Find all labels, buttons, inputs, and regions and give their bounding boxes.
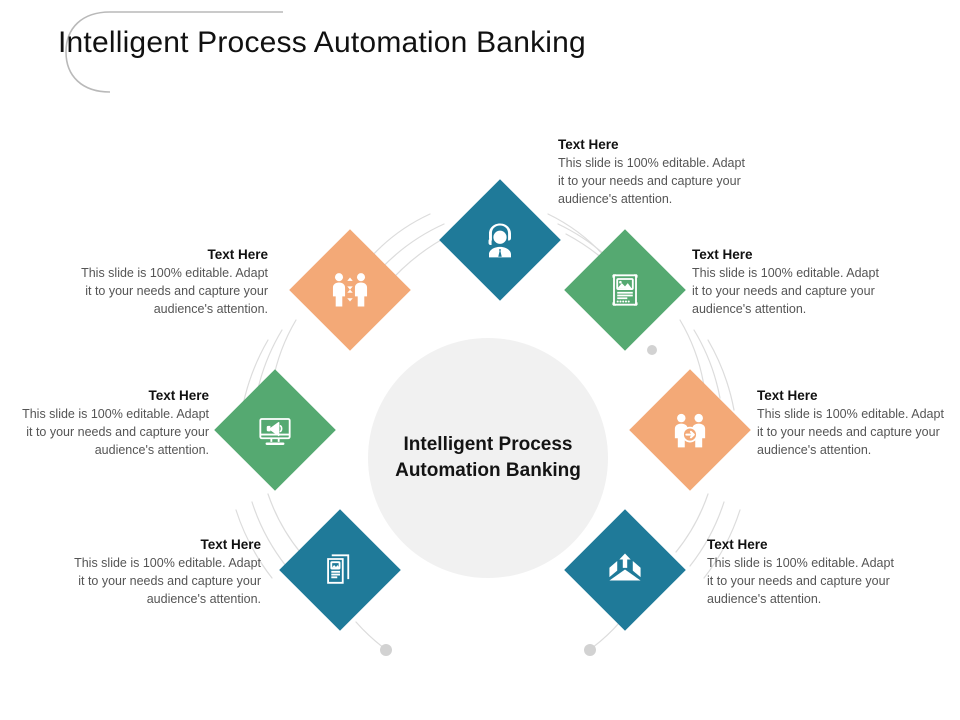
node-top-text: Text Here This slide is 100% editable. A… [558, 135, 754, 208]
node-right-diamond[interactable] [629, 369, 751, 491]
node-right-body: This slide is 100% editable. Adapt it to… [757, 407, 944, 457]
node-lower-left-heading: Text Here [200, 537, 261, 552]
node-top-diamond[interactable] [439, 179, 561, 301]
node-lower-left-text: Text Here This slide is 100% editable. A… [65, 535, 261, 608]
people-data-transfer-icon [332, 273, 368, 307]
stacked-documents-icon [327, 554, 350, 584]
center-circle: Intelligent Process Automation Banking [368, 338, 608, 578]
node-upper-left-text: Text Here This slide is 100% editable. A… [72, 245, 268, 318]
node-left-text: Text Here This slide is 100% editable. A… [13, 386, 209, 459]
node-lower-left-body: This slide is 100% editable. Adapt it to… [74, 556, 261, 606]
node-upper-left-heading: Text Here [207, 247, 268, 262]
node-upper-right-diamond[interactable] [564, 229, 686, 351]
node-upper-right-heading: Text Here [692, 247, 753, 262]
node-upper-left-body: This slide is 100% editable. Adapt it to… [81, 266, 268, 316]
node-lower-right-text: Text Here This slide is 100% editable. A… [707, 535, 903, 608]
node-lower-right-body: This slide is 100% editable. Adapt it to… [707, 556, 894, 606]
envelope-upload-icon [609, 553, 641, 581]
node-lower-right-diamond[interactable] [564, 509, 686, 631]
node-upper-right-text: Text Here This slide is 100% editable. A… [692, 245, 888, 318]
headset-support-agent-icon [488, 223, 511, 258]
node-left-body: This slide is 100% editable. Adapt it to… [22, 407, 209, 457]
node-right-heading: Text Here [757, 388, 818, 403]
node-upper-right-body: This slide is 100% editable. Adapt it to… [692, 266, 879, 316]
node-upper-left-diamond[interactable] [289, 229, 411, 351]
monitor-megaphone-icon [259, 418, 291, 445]
page-title: Intelligent Process Automation Banking [58, 26, 586, 59]
node-lower-left-diamond[interactable] [279, 509, 401, 631]
node-top-body: This slide is 100% editable. Adapt it to… [558, 156, 745, 206]
node-right-text: Text Here This slide is 100% editable. A… [757, 386, 953, 459]
people-exchange-icon [674, 413, 706, 448]
document-image-icon [612, 274, 638, 306]
node-lower-right-heading: Text Here [707, 537, 768, 552]
node-left-diamond[interactable] [214, 369, 336, 491]
center-label: Intelligent Process Automation Banking [395, 434, 581, 481]
node-left-heading: Text Here [148, 388, 209, 403]
node-top-heading: Text Here [558, 137, 619, 152]
